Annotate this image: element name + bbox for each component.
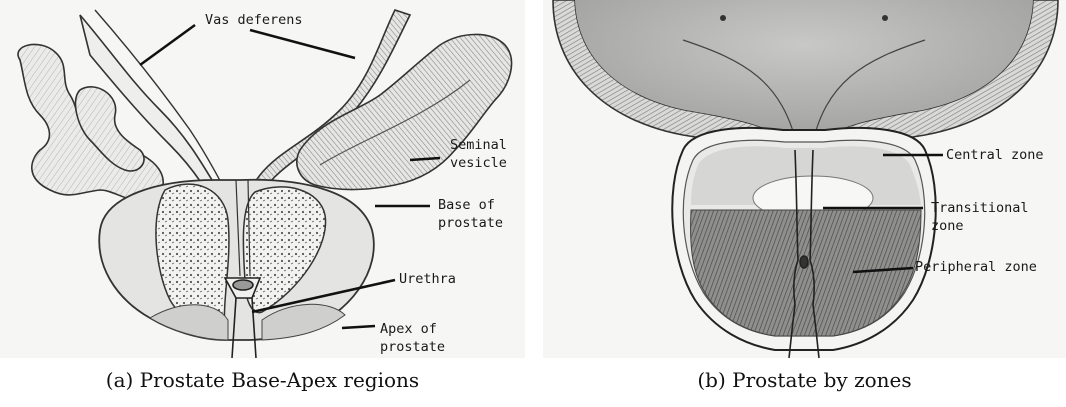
panel-zones-drawing: Central zone Transitional zone Periphera… [543, 0, 1066, 358]
apex-of-prostate-label-line1: Apex of [380, 320, 437, 339]
caption-zones: (b) Prostate by zones [543, 368, 1066, 392]
left-ampulla-shape [18, 44, 163, 201]
prostate-zones-illustration [543, 0, 1066, 358]
base-of-prostate-label-line1: Base of [438, 196, 495, 215]
apex-leader [342, 326, 375, 328]
bladder-lumen-shape [575, 0, 1033, 150]
central-zone-label: Central zone [946, 146, 1044, 165]
panel-base-apex-drawing: Vas deferens Seminal vesicle Base of pro… [0, 0, 525, 358]
peripheral-zone-label: Peripheral zone [915, 258, 1037, 277]
apex-of-prostate-label-line2: prostate [380, 338, 445, 357]
transitional-zone-label-line1: Transitional [931, 199, 1029, 218]
prostate-base-apex-illustration [0, 0, 525, 358]
base-of-prostate-label-line2: prostate [438, 214, 503, 233]
vas-deferens-leader-right [250, 30, 355, 58]
vas-deferens-label: Vas deferens [205, 11, 303, 30]
seminal-vesicle-label-line1: Seminal [450, 136, 507, 155]
transitional-zone-label-line2: zone [931, 217, 964, 236]
vas-deferens-leader-left [140, 25, 195, 65]
caption-base-apex: (a) Prostate Base-Apex regions [0, 368, 525, 392]
urethra-label: Urethra [399, 270, 456, 289]
seminal-vesicle-label-line2: vesicle [450, 154, 507, 173]
